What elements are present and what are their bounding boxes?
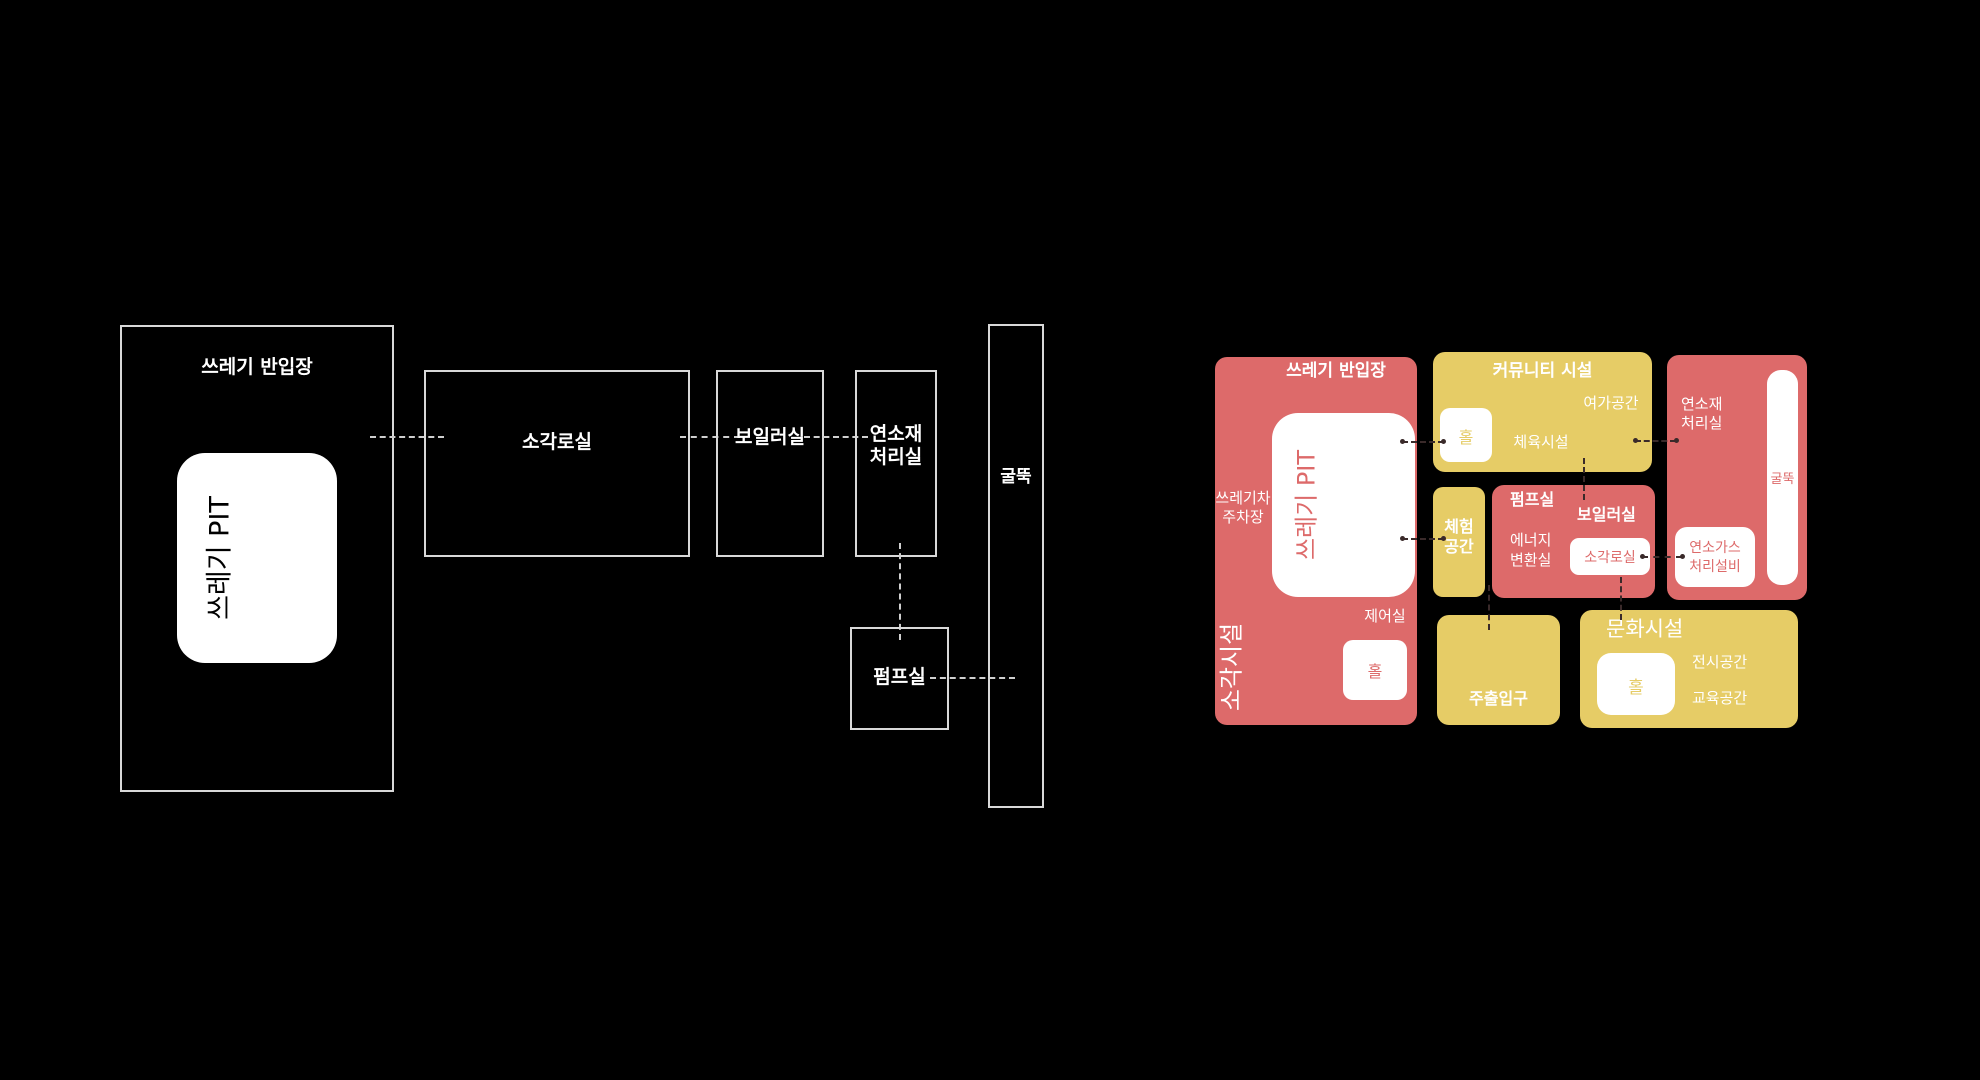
main-entrance-label: 주출입구 xyxy=(1469,689,1528,708)
incinerator-room-label: 소각로실 xyxy=(1584,550,1636,566)
waste-intake-box: 쓰레기 반입장 쓰레기 PIT xyxy=(120,325,394,792)
flue-residue-room-label-line1: 연소재 xyxy=(869,423,923,445)
energy-room-label-line1: 에너지 xyxy=(1510,531,1552,549)
incinerator-room-box: 소각로실 xyxy=(1570,538,1650,575)
chimney-box: 굴뚝 xyxy=(988,324,1044,808)
connector-pump-chimney xyxy=(930,677,1015,679)
culture-title: 문화시설 xyxy=(1606,617,1684,641)
community-hall-label: 홀 xyxy=(1458,428,1474,447)
gas-treatment-box: 연소가스 처리설비 xyxy=(1675,527,1755,587)
energy-room-label-line2: 변환실 xyxy=(1510,551,1552,569)
incineration-facility-block: 쓰레기 반입장 쓰레기차 주차장 쓰레기 PIT 제어실 홀 소각시설 xyxy=(1215,357,1417,725)
residue-room-label-line1: 연소재 xyxy=(1681,395,1723,413)
residue-room-label-line2: 처리실 xyxy=(1681,414,1723,432)
connector-dot xyxy=(1400,536,1405,541)
experience-label-line2: 공간 xyxy=(1444,537,1474,556)
connector-pit-experience xyxy=(1402,538,1444,540)
gas-treatment-label-line1: 연소가스 xyxy=(1689,540,1741,556)
connector-community-flue xyxy=(1635,440,1676,442)
parking-label-line2: 주차장 xyxy=(1222,508,1264,526)
incinerator-room-label: 소각로실 xyxy=(522,431,592,453)
connector-dot xyxy=(1441,439,1446,444)
waste-intake-label: 쓰레기 반입장 xyxy=(201,356,313,378)
experience-space-block: 체험 공간 xyxy=(1433,487,1485,597)
community-hall-box: 홀 xyxy=(1440,408,1492,462)
control-hall-label: 홀 xyxy=(1367,662,1383,681)
connector-dot xyxy=(1400,439,1405,444)
connector-incinerator-gas xyxy=(1642,556,1682,558)
leisure-space-label: 여가공간 xyxy=(1583,394,1639,412)
boiler-room-label: 보일러실 xyxy=(735,426,805,448)
incineration-block-title: 소각시설 xyxy=(1217,622,1246,712)
energy-conversion-block: 펌프실 보일러실 에너지 변환실 소각로실 xyxy=(1492,485,1655,598)
control-room-label: 제어실 xyxy=(1364,607,1406,625)
community-title: 커뮤니티 시설 xyxy=(1492,361,1593,381)
chimney-label: 굴뚝 xyxy=(1000,467,1032,487)
waste-pit-label: 쓰레기 PIT xyxy=(1292,449,1321,561)
flue-residue-room-box: 연소재 처리실 xyxy=(855,370,937,557)
connector-experience-entrance xyxy=(1488,585,1490,630)
connector-dot xyxy=(1441,536,1446,541)
connector-pit-community xyxy=(1402,441,1444,443)
education-space-label: 교육공간 xyxy=(1692,689,1748,707)
waste-pit-box: 쓰레기 PIT xyxy=(1272,413,1415,597)
experience-label-line1: 체험 xyxy=(1444,517,1474,536)
waste-intake-label: 쓰레기 반입장 xyxy=(1286,361,1386,381)
connector-dot xyxy=(1633,438,1638,443)
community-facility-block: 커뮤니티 시설 여가공간 홀 체육시설 xyxy=(1433,352,1652,472)
connector-fluegas-pump xyxy=(899,543,901,640)
culture-hall-label: 홀 xyxy=(1628,678,1644,698)
control-hall-box: 홀 xyxy=(1343,640,1407,700)
connector-intake-incinerator xyxy=(370,436,444,438)
waste-pit-box: 쓰레기 PIT xyxy=(177,453,337,663)
connector-dot xyxy=(1640,554,1645,559)
boiler-room-box: 보일러실 xyxy=(716,370,824,557)
chimney-box: 굴뚝 xyxy=(1767,370,1798,585)
flue-residue-room-label-line2: 처리실 xyxy=(869,446,923,468)
exhibition-space-label: 전시공간 xyxy=(1692,653,1748,671)
flue-treatment-block: 연소재 처리실 굴뚝 연소가스 처리설비 xyxy=(1667,355,1807,600)
pump-room-label: 펌프실 xyxy=(1510,490,1555,509)
connector-dot xyxy=(1680,554,1685,559)
pump-room-label: 펌프실 xyxy=(873,666,926,688)
waste-pit-label: 쓰레기 PIT xyxy=(204,496,236,620)
connector-dot xyxy=(1674,438,1679,443)
incinerator-room-box: 소각로실 xyxy=(424,370,690,557)
culture-facility-block: 문화시설 홀 전시공간 교육공간 xyxy=(1580,610,1798,728)
culture-hall-box: 홀 xyxy=(1597,653,1675,715)
gas-treatment-label-line2: 처리설비 xyxy=(1689,559,1741,575)
connector-incinerator-culture xyxy=(1620,577,1622,620)
connector-community-boiler xyxy=(1583,458,1585,500)
connector-boiler-fluegas xyxy=(804,436,868,438)
chimney-label: 굴뚝 xyxy=(1770,472,1795,487)
boiler-room-label: 보일러실 xyxy=(1577,505,1636,524)
main-entrance-block: 주출입구 xyxy=(1437,615,1560,725)
sports-facility-label: 체육시설 xyxy=(1513,433,1569,451)
connector-incinerator-boiler xyxy=(680,436,740,438)
parking-label-line1: 쓰레기차 xyxy=(1215,489,1271,507)
